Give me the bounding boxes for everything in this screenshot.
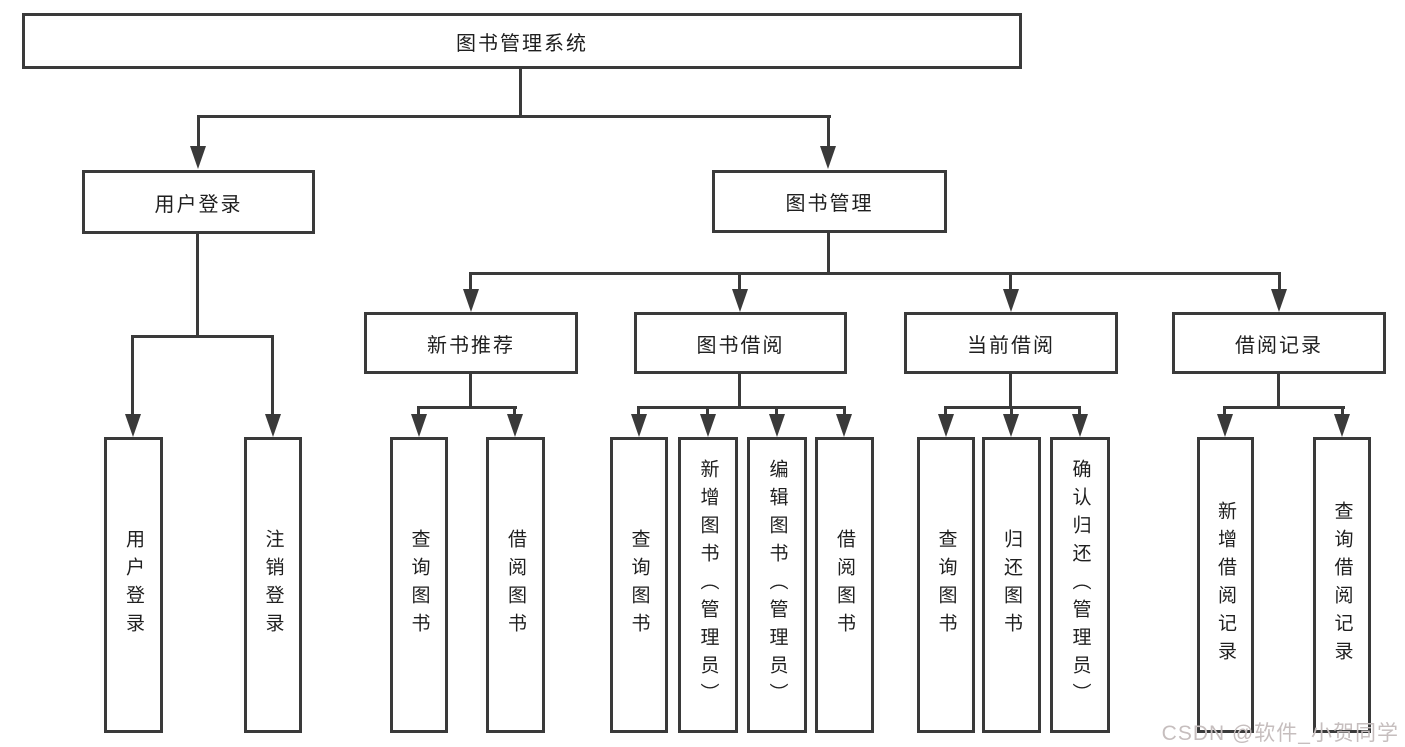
arrow-down-icon [507,414,523,437]
connector-line [1341,406,1344,416]
leaf-label: 查询图书 [628,529,650,641]
arrow-down-icon [411,414,427,437]
connector-line [775,406,778,416]
leaf-label: 编辑图书（管理员） [766,459,788,711]
connector-line [738,272,741,292]
leaf-query-books-recommend: 查询图书 [390,437,448,733]
node-new-book-recommendation: 新书推荐 [364,312,578,374]
leaf-label: 借阅图书 [505,529,526,641]
connector-line [843,406,846,416]
leaf-query-borrow-record: 查询借阅记录 [1313,437,1371,733]
leaf-edit-books-admin: 编辑图书（管理员） [747,437,807,733]
connector-line [469,374,472,409]
leaf-label: 注销登录 [262,529,284,641]
connector-line [1278,272,1281,292]
leaf-query-books-borrow: 查询图书 [610,437,668,733]
connector-line [1277,374,1280,409]
connector-line [519,69,522,117]
node-current-borrowing: 当前借阅 [904,312,1118,374]
connector-line [944,406,947,416]
connector-line [827,115,830,147]
arrow-down-icon [1271,289,1287,312]
node-label: 图书管理系统 [456,32,588,55]
connector-line [1009,374,1012,409]
leaf-add-borrow-record: 新增借阅记录 [1197,437,1254,733]
connector-line [513,406,516,416]
leaf-label: 新增图书（管理员） [697,459,719,711]
connector-line [131,335,134,415]
connector-line [637,406,640,416]
arrow-down-icon [1334,414,1350,437]
connector-line [1223,406,1226,416]
connector-line [469,272,472,292]
arrow-down-icon [265,414,281,437]
csdn-watermark: CSDN @软件_小贺同学 [1161,722,1399,745]
connector-line [271,335,274,415]
connector-line [827,233,830,275]
arrow-down-icon [732,289,748,312]
node-label: 借阅记录 [1235,334,1323,357]
connector-line [417,406,517,409]
node-borrowing-records: 借阅记录 [1172,312,1386,374]
node-user-login: 用户登录 [82,170,315,234]
leaf-label: 新增借阅记录 [1215,501,1236,669]
leaf-return-books: 归还图书 [982,437,1041,733]
arrow-down-icon [938,414,954,437]
arrow-down-icon [190,146,206,169]
arrow-down-icon [700,414,716,437]
connector-line [196,234,199,337]
connector-line [1009,272,1012,292]
connector-line [738,374,741,409]
arrow-down-icon [631,414,647,437]
leaf-logout: 注销登录 [244,437,302,733]
leaf-query-books-current: 查询图书 [917,437,975,733]
node-label: 用户登录 [154,193,243,216]
arrow-down-icon [1217,414,1233,437]
leaf-add-books-admin: 新增图书（管理员） [678,437,738,733]
leaf-borrow-books: 借阅图书 [815,437,874,733]
leaf-user-login: 用户登录 [104,437,163,733]
connector-line [131,335,274,338]
connector-line [1223,406,1345,409]
node-root-library-management-system: 图书管理系统 [22,13,1022,69]
connector-line [706,406,709,416]
connector-line [470,272,1281,275]
node-label: 图书借阅 [696,334,785,357]
leaf-label: 查询借阅记录 [1331,501,1353,669]
leaf-label: 查询图书 [408,529,430,641]
connector-line [1010,406,1013,416]
node-label: 图书管理 [785,193,874,215]
node-label: 当前借阅 [967,334,1055,357]
connector-line [1078,406,1081,416]
arrow-down-icon [1003,289,1019,312]
leaf-label: 确认归还（管理员） [1069,459,1091,711]
arrow-down-icon [769,414,785,437]
arrow-down-icon [836,414,852,437]
node-label: 新书推荐 [427,334,515,357]
connector-line [637,406,846,409]
arrow-down-icon [820,146,836,169]
leaf-borrow-books-recommend: 借阅图书 [486,437,545,733]
connector-line [417,406,420,416]
arrow-down-icon [1003,414,1019,437]
node-book-borrowing: 图书借阅 [634,312,847,374]
connector-line [197,115,200,147]
node-book-management: 图书管理 [712,170,947,233]
leaf-label: 查询图书 [935,529,957,641]
arrow-down-icon [125,414,141,437]
leaf-label: 归还图书 [1001,529,1022,641]
leaf-confirm-return-admin: 确认归还（管理员） [1050,437,1110,733]
leaf-label: 借阅图书 [834,529,855,641]
arrow-down-icon [463,289,479,312]
arrow-down-icon [1072,414,1088,437]
leaf-label: 用户登录 [123,529,144,641]
connector-line [197,115,831,118]
